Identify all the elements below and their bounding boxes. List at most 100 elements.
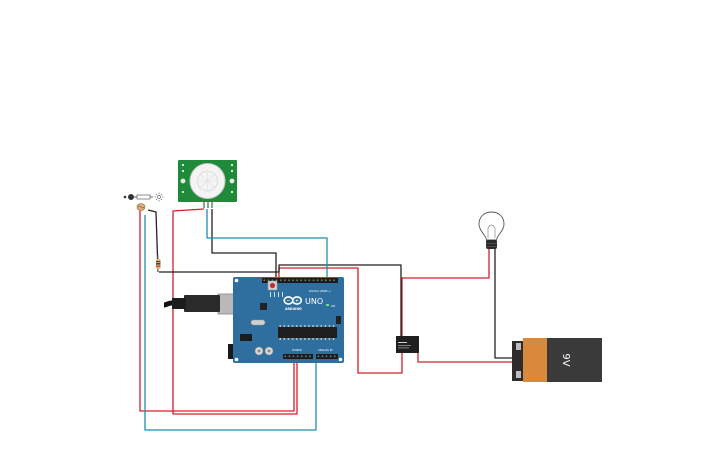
header-pin: [309, 355, 311, 358]
pir-pin-vcc[interactable]: [203, 202, 205, 208]
wire-red-relay-bulb[interactable]: [401, 248, 490, 340]
usb-chip: [260, 303, 267, 310]
header-pin: [284, 279, 286, 282]
chip-leg: [287, 325, 290, 327]
header-pin: [312, 279, 315, 282]
relay-label-mark: [398, 345, 411, 346]
wire-blue-ldr-analog[interactable]: [144, 215, 317, 431]
photoresistor[interactable]: [123, 192, 164, 211]
wire-black-pir-gnd[interactable]: [211, 209, 277, 279]
chip-leg: [312, 338, 314, 340]
battery-label: 9V: [560, 353, 571, 366]
pir-pin-out[interactable]: [207, 202, 209, 208]
icsp-header: [336, 316, 341, 324]
chip-leg: [300, 325, 302, 327]
chip-leg: [332, 338, 335, 340]
chip-leg: [291, 338, 294, 340]
header-pin: [316, 279, 319, 282]
chip-leg: [279, 338, 281, 340]
header-pin: [325, 279, 327, 282]
chip-leg: [320, 338, 322, 340]
header-pin: [284, 355, 287, 358]
header-pin: [329, 279, 331, 282]
chip-leg: [308, 325, 310, 327]
wire-black-gnd-relay[interactable]: [159, 264, 402, 340]
chip-leg: [324, 325, 327, 327]
wire-black-ldr-resistor[interactable]: [147, 209, 159, 273]
chip-leg: [283, 325, 286, 327]
chip-leg: [295, 325, 298, 327]
arduino-board: [233, 277, 344, 363]
arduino-uno[interactable]: − + UNO ARDUINO DIGITAL (PWM~) POWER ANA…: [163, 277, 344, 363]
chip-leg: [324, 338, 327, 340]
header-pin: [279, 279, 282, 282]
chip-leg: [287, 338, 290, 340]
chip-leg: [279, 325, 281, 327]
battery-terminal-pos[interactable]: [516, 343, 521, 350]
wire-red-pir-vcc[interactable]: [172, 208, 298, 415]
atmega-chip-legs: [279, 325, 335, 340]
crystal: [250, 319, 266, 326]
pin-number-marks: [270, 292, 283, 297]
usb-cable-plug[interactable]: [184, 295, 220, 312]
reset-button[interactable]: [269, 282, 276, 289]
header-pin: [321, 355, 324, 358]
chip-leg: [300, 338, 302, 340]
chip-leg: [328, 338, 331, 340]
pir-mount-hole-left: [180, 178, 186, 184]
ldr-trace: [137, 205, 145, 209]
header-pin: [308, 279, 311, 282]
header-pin: [320, 279, 323, 282]
digital-header-pins: [263, 279, 335, 282]
header-pin: [333, 355, 336, 358]
resistor[interactable]: [156, 255, 161, 272]
battery-body-dark: [547, 338, 602, 382]
wire-black-bulb-battery[interactable]: [494, 247, 512, 359]
header-pin: [304, 279, 307, 282]
header-pin: [300, 355, 303, 358]
pir-pin-gnd[interactable]: [211, 202, 213, 208]
usb-cable: [163, 300, 173, 308]
arduino-uno-label: UNO: [305, 297, 323, 306]
header-pin: [317, 355, 320, 358]
header-pin: [267, 279, 270, 282]
mount-hole: [234, 278, 239, 283]
battery-terminal-neg[interactable]: [516, 371, 521, 378]
header-pin: [296, 279, 298, 282]
header-pin: [271, 279, 274, 282]
chip-leg: [320, 325, 322, 327]
header-pin: [288, 279, 290, 282]
chip-leg: [316, 338, 318, 340]
header-pin: [263, 279, 266, 282]
digital-header[interactable]: [262, 278, 338, 283]
pir-dome-facets: [197, 171, 218, 191]
header-pin: [300, 279, 302, 282]
arduino-infinity-logo: [283, 296, 303, 305]
chip-leg: [328, 325, 331, 327]
header-pin: [288, 355, 291, 358]
header-pin: [329, 355, 332, 358]
light-bulb[interactable]: [478, 211, 505, 249]
chip-leg: [295, 338, 298, 340]
chip-leg: [308, 338, 310, 340]
relay-module[interactable]: [396, 336, 419, 353]
chip-leg: [316, 325, 318, 327]
battery-body-orange: [523, 338, 547, 382]
arduino-brand-label: ARDUINO: [285, 307, 302, 311]
chip-leg: [304, 338, 306, 340]
pir-sensor[interactable]: [178, 160, 237, 208]
chip-leg: [312, 325, 314, 327]
battery-9v[interactable]: 9V: [512, 338, 602, 382]
bottom-header-pins: [284, 355, 336, 358]
wire-red-relay-battery[interactable]: [417, 348, 512, 363]
battery-terminal-block: [512, 341, 523, 381]
bulb-base: [486, 240, 497, 249]
atmega-chip: [278, 327, 337, 338]
header-pin: [296, 355, 299, 358]
header-pin: [292, 279, 294, 282]
ldr-light-symbol: [123, 192, 164, 202]
wire-blue-pir-signal[interactable]: [206, 209, 328, 279]
bulb-glass: [478, 211, 505, 241]
wire-red-ldr-5v[interactable]: [139, 207, 295, 412]
chip-leg: [304, 325, 306, 327]
